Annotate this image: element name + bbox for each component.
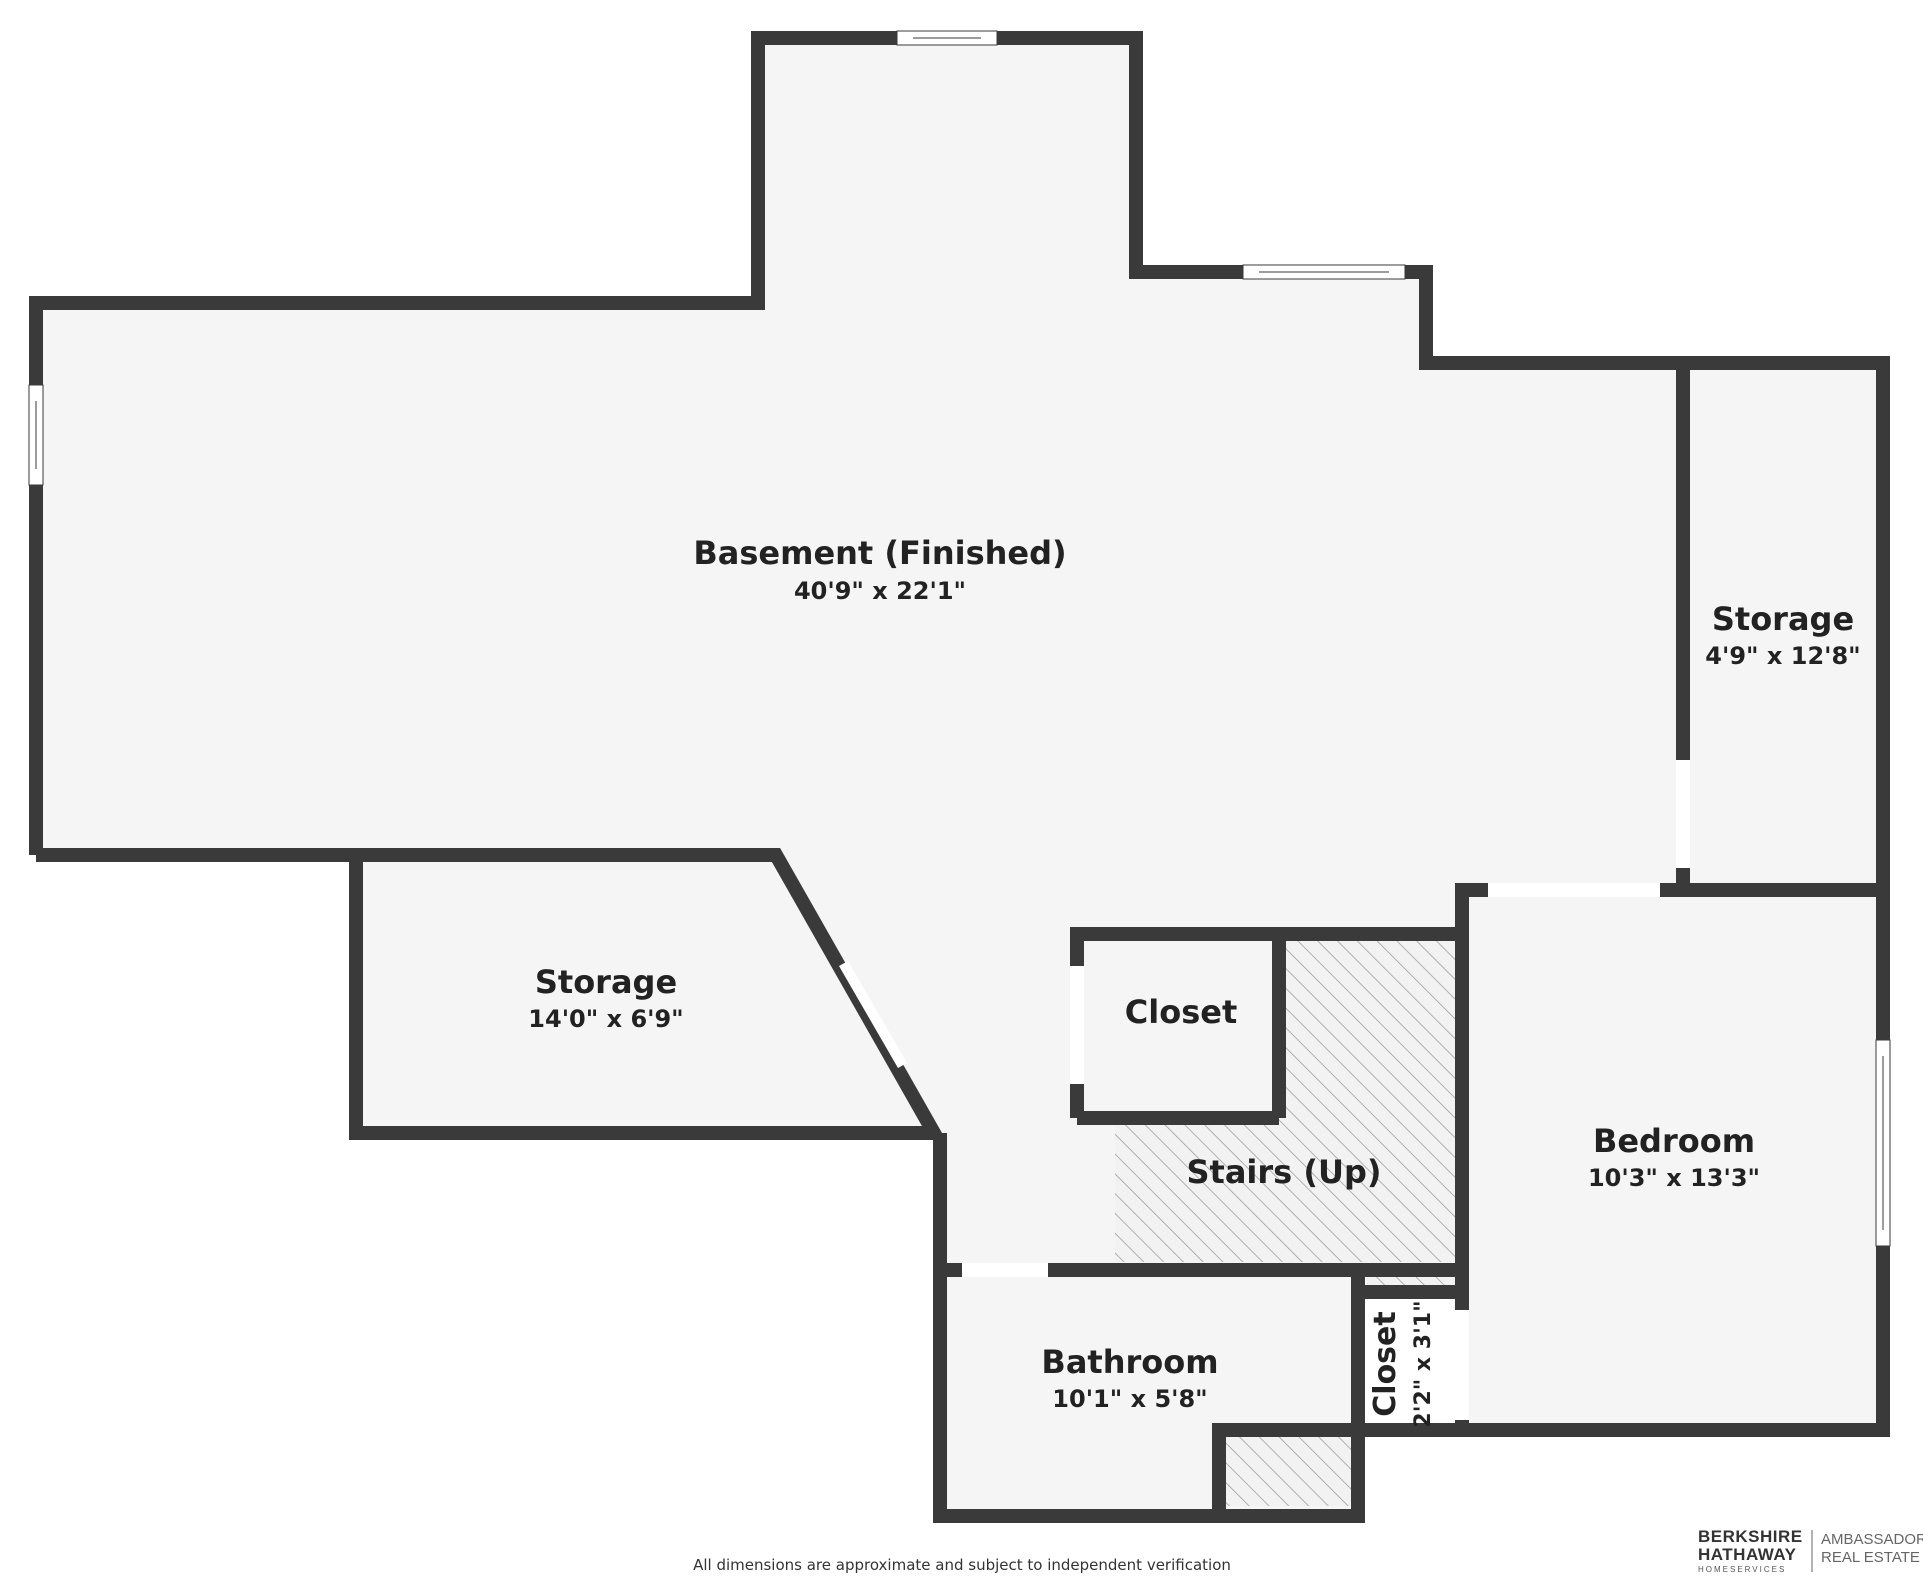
logo-line1: BERKSHIRE — [1698, 1527, 1803, 1546]
floor-areas — [36, 38, 1883, 1516]
disclaimer-text: All dimensions are approximate and subje… — [693, 1556, 1231, 1574]
door-bedroom — [1488, 883, 1660, 897]
storage-left-dims: 14'0" x 6'9" — [528, 1005, 683, 1033]
outer-wall-main — [29, 31, 1890, 1437]
openings — [28, 30, 1891, 1420]
closet-main-name: Closet — [1125, 993, 1237, 1031]
bathroom-dims: 10'1" x 5'8" — [1052, 1385, 1207, 1413]
basement-dims: 40'9" x 22'1" — [794, 577, 966, 605]
brand-logo: BERKSHIRE HATHAWAY HOMESERVICES AMBASSAD… — [1698, 1527, 1923, 1574]
stairs-name: Stairs (Up) — [1186, 1153, 1381, 1191]
bathroom-name: Bathroom — [1041, 1343, 1218, 1381]
storage-left-name: Storage — [535, 963, 677, 1001]
bedroom-name: Bedroom — [1593, 1122, 1755, 1160]
logo-line3: HOMESERVICES — [1698, 1565, 1786, 1574]
bath-hatch — [1226, 1436, 1352, 1506]
closet-small-name: Closet — [1368, 1311, 1403, 1416]
storage-left-floor — [356, 855, 934, 1133]
door-storage-left — [839, 961, 907, 1068]
stairs-hatch — [1115, 940, 1458, 1506]
storage-right-dims: 4'9" x 12'8" — [1705, 642, 1860, 670]
storage-right-name: Storage — [1712, 600, 1854, 638]
stairs-landing-hatch — [1366, 1276, 1458, 1286]
door-closet-main — [1070, 966, 1084, 1084]
logo-line2: HATHAWAY — [1698, 1545, 1797, 1564]
door-bathroom — [962, 1263, 1048, 1277]
basement-name: Basement (Finished) — [693, 534, 1066, 572]
room-labels: Basement (Finished) 40'9" x 22'1" Storag… — [528, 534, 1860, 1428]
bath-box-wall — [1212, 1423, 1358, 1516]
bedroom-dims: 10'3" x 13'3" — [1588, 1164, 1760, 1192]
basement-floor — [36, 38, 1883, 1516]
closet-small-dims: 2'2" x 3'1" — [1411, 1300, 1436, 1427]
logo-right-line2: REAL ESTATE — [1821, 1549, 1920, 1566]
stairs-area — [1115, 940, 1455, 1262]
logo-right-line1: AMBASSADOR — [1821, 1531, 1923, 1548]
bathroom-wall — [933, 1133, 1460, 1523]
door-small-closet — [1455, 1310, 1469, 1420]
door-storage-right — [1676, 760, 1690, 868]
